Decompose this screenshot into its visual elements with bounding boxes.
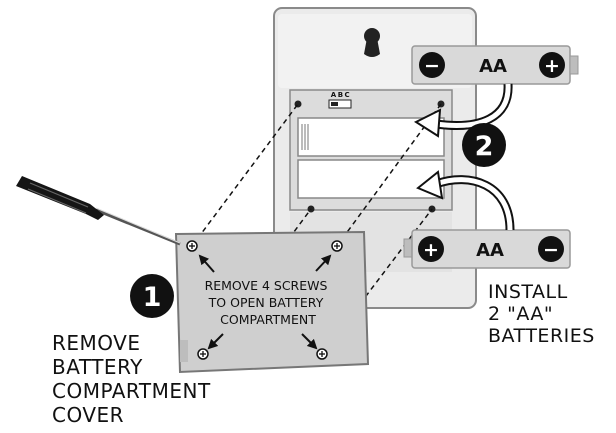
battery-compartment-cover: REMOVE 4 SCREWS TO OPEN BATTERY COMPARTM… [174, 230, 370, 374]
svg-text:+: + [423, 239, 439, 261]
wall-hanger-keyhole-icon [364, 28, 380, 57]
step-2-badge: 2 [462, 123, 506, 167]
battery-label: AA [476, 240, 504, 261]
abc-selector-switch: ABC [328, 91, 352, 109]
step-2-number: 2 [475, 131, 494, 162]
insert-battery-arrow-bottom [416, 170, 515, 231]
step-1-number: 1 [143, 282, 162, 313]
battery-label: AA [479, 56, 507, 77]
insert-battery-arrow-top [413, 83, 513, 138]
cover-screw-bottom-left [197, 348, 209, 360]
svg-text:−: − [424, 55, 440, 77]
screwdriver-icon [16, 176, 181, 246]
battery-positive-terminal-icon: + [418, 236, 444, 262]
cover-screw-top-left [186, 240, 198, 252]
aa-battery-top: − AA + [411, 45, 579, 85]
svg-text:−: − [543, 239, 559, 261]
cover-screw-bottom-right [316, 348, 328, 360]
battery-negative-terminal-icon: − [538, 236, 564, 262]
svg-text:+: + [544, 55, 560, 77]
battery-positive-terminal-icon: + [539, 52, 565, 78]
step-1-caption: REMOVE BATTERY COMPARTMENT COVER [52, 331, 218, 427]
screw-pointer-arrows [198, 254, 332, 350]
switch-label: ABC [331, 91, 351, 99]
cover-instruction-text: REMOVE 4 SCREWS TO OPEN BATTERY COMPARTM… [205, 278, 332, 327]
aa-battery-bottom: + AA − [403, 229, 571, 269]
cover-screw-top-right [331, 240, 343, 252]
battery-negative-terminal-icon: − [419, 52, 445, 78]
step-2-caption: INSTALL 2 "AA" BATTERIES [488, 281, 595, 347]
step-1-badge: 1 [130, 274, 174, 318]
